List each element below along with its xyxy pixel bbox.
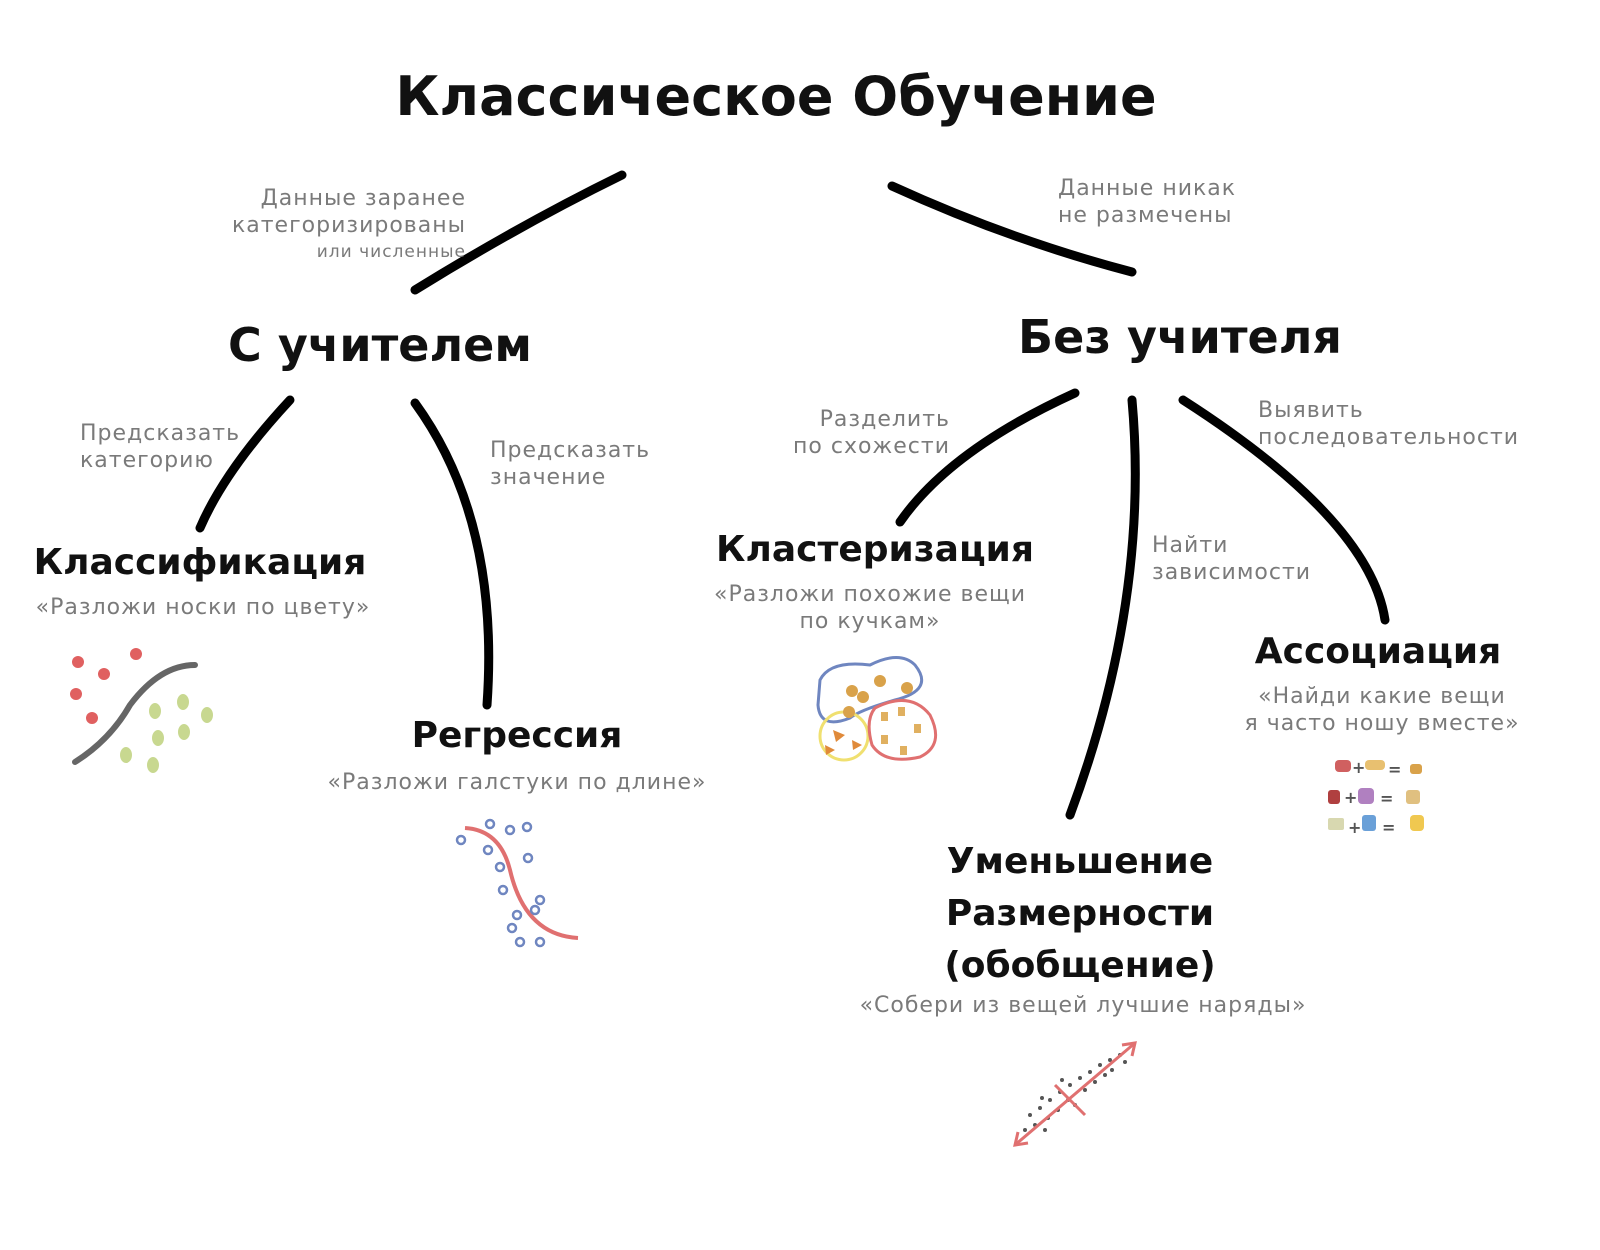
label-line: Предсказать (80, 421, 241, 446)
clustering-title: Кластеризация (716, 529, 1034, 570)
label-line: «Разложи похожие вещи (713, 582, 1027, 607)
association-illustration: + = + = + = (1328, 758, 1424, 837)
label-line: по схожести (793, 434, 950, 459)
page-title: Классическое Обучение (395, 65, 1157, 128)
edge-supervised-classification (195, 395, 295, 533)
svg-text:+: + (1348, 818, 1361, 837)
unsupervised-condition-label: Данные никак не размечены (1058, 175, 1236, 229)
edge-unsupervised-dimreduction (1065, 395, 1140, 820)
regression-example: «Разложи галстуки по длине» (327, 770, 707, 795)
classification-title: Классификация (33, 542, 367, 583)
association-title: Ассоциация (1254, 631, 1502, 672)
label-line: «Найди какие вещи (1258, 684, 1506, 709)
label-line: Разделить (819, 407, 950, 432)
svg-text:=: = (1388, 760, 1401, 779)
edge-unsupervised-association (1178, 395, 1390, 625)
clustering-goal-label: Разделить по схожести (793, 406, 950, 460)
edge-root-unsupervised (887, 181, 1137, 277)
svg-text:=: = (1380, 789, 1393, 808)
clustering-example: «Разложи похожие вещи по кучкам» (714, 581, 1026, 635)
classification-illustration (70, 648, 213, 773)
dimreduction-illustration (1013, 1041, 1137, 1147)
svg-text:=: = (1382, 818, 1395, 837)
dimreduction-goal-label: Найти зависимости (1152, 532, 1311, 586)
label-line: Найти (1152, 533, 1229, 558)
label-line: Данные заранее (260, 186, 466, 211)
title-line: Уменьшение (946, 841, 1214, 882)
label-line: последовательности (1258, 425, 1520, 450)
regression-title: Регрессия (411, 715, 623, 756)
association-example: «Найди какие вещи я часто ношу вместе» (1244, 683, 1519, 737)
supervised-condition-label: Данные заранее категоризированы или числ… (232, 185, 466, 266)
label-line: Выявить (1258, 398, 1364, 423)
title-line: Размерности (945, 893, 1215, 934)
edge-supervised-regression (410, 398, 494, 710)
dimreduction-title: Уменьшение Размерности (обобщение) (944, 836, 1215, 992)
svg-text:+: + (1352, 758, 1365, 777)
label-line: Данные никак (1058, 176, 1237, 201)
label-line: категоризированы (231, 213, 466, 238)
edge-unsupervised-clustering (895, 388, 1080, 527)
svg-text:+: + (1344, 788, 1357, 807)
unsupervised-branch: Без учителя (1018, 310, 1342, 364)
label-line: зависимости (1152, 560, 1312, 585)
label-line: категорию (80, 448, 214, 473)
regression-goal-label: Предсказать значение (490, 437, 650, 491)
classification-example: «Разложи носки по цвету» (35, 595, 371, 620)
label-line: Предсказать (490, 438, 651, 463)
association-goal-label: Выявить последовательности (1258, 397, 1519, 451)
title-line: (обобщение) (944, 945, 1216, 986)
label-line: я часто ношу вместе» (1244, 711, 1520, 736)
edge-root-supervised (410, 170, 627, 295)
label-line: не размечены (1058, 203, 1233, 228)
supervised-branch: С учителем (228, 318, 532, 372)
dimreduction-example: «Собери из вещей лучшие наряды» (859, 993, 1307, 1018)
clustering-illustration (816, 656, 938, 762)
label-line: по кучкам» (799, 609, 941, 634)
regression-illustration (455, 818, 579, 948)
label-line: значение (490, 465, 607, 490)
classification-goal-label: Предсказать категорию (80, 420, 240, 474)
label-line: или численные (316, 242, 466, 262)
